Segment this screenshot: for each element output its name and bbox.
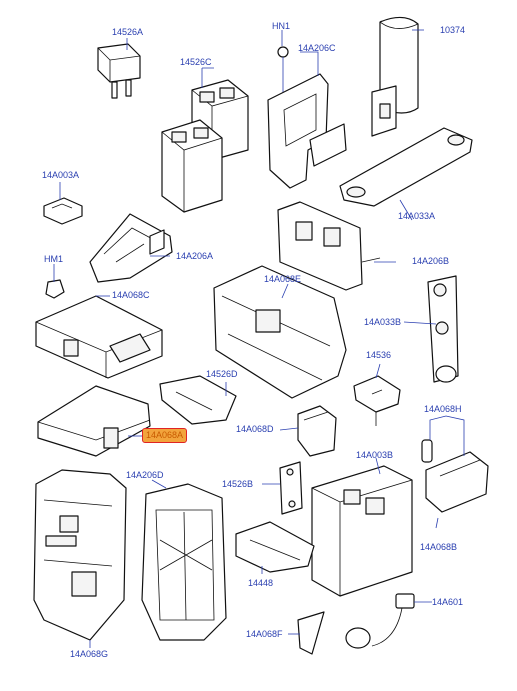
part-fusebox-14a068a xyxy=(37,385,151,457)
part-bracket-14a206b xyxy=(277,201,381,291)
part-clip-14a068f xyxy=(297,611,325,655)
part-fusebox-body-14a068b xyxy=(311,465,413,597)
callout-14526a[interactable]: 14526A xyxy=(112,27,144,37)
callout-14448[interactable]: 14448 xyxy=(248,578,274,588)
callout-10374[interactable]: 10374 xyxy=(440,25,466,35)
callout-14536[interactable]: 14536 xyxy=(366,350,392,360)
callout-14a003a[interactable]: 14A003A xyxy=(42,170,80,180)
part-busbar-14a033b xyxy=(427,275,459,383)
callout-14a068a-highlighted[interactable]: 14A068A xyxy=(142,428,188,443)
part-clip-hm1 xyxy=(45,279,65,299)
part-bracket-14a206c xyxy=(267,46,347,189)
callout-14a206b[interactable]: 14A206B xyxy=(412,256,450,266)
leader-lines xyxy=(53,29,465,648)
part-sockets-14a068h xyxy=(421,439,489,513)
callout-14a206d[interactable]: 14A206D xyxy=(126,470,164,480)
callout-14a068h[interactable]: 14A068H xyxy=(424,404,462,414)
part-fuse-link-14526b xyxy=(279,461,303,515)
part-module-14a068d xyxy=(297,405,337,457)
callout-14a068f[interactable]: 14A068F xyxy=(246,629,283,639)
part-cartridge-fuses-14526c xyxy=(161,79,249,213)
part-fusebox-cover-14a068e xyxy=(213,265,347,399)
callout-14a068b[interactable]: 14A068B xyxy=(420,542,458,552)
callout-hm1[interactable]: HM1 xyxy=(44,254,64,264)
callout-14a068c[interactable]: 14A068C xyxy=(112,290,150,300)
part-harness-14448 xyxy=(235,521,315,573)
part-relay-10374 xyxy=(371,16,419,137)
callout-14a033a[interactable]: 14A033A xyxy=(398,211,436,221)
callout-14a068e[interactable]: 14A068E xyxy=(264,274,302,284)
part-busbar-14a033a xyxy=(339,127,473,207)
part-connector-14a601 xyxy=(345,593,415,649)
callout-14526d[interactable]: 14526D xyxy=(206,369,238,379)
callout-14526c[interactable]: 14526C xyxy=(180,57,212,67)
callout-14a601[interactable]: 14A601 xyxy=(432,597,464,607)
part-fuse-strip-14526d xyxy=(159,375,237,425)
part-fuse-14526a xyxy=(97,43,141,99)
callout-14a206a[interactable]: 14A206A xyxy=(176,251,214,261)
callout-14a033b[interactable]: 14A033B xyxy=(364,317,402,327)
callout-14a068g[interactable]: 14A068G xyxy=(70,649,109,659)
part-module-14a068g xyxy=(33,469,127,641)
part-tray-14a206d xyxy=(141,483,227,641)
callout-14526b[interactable]: 14526B xyxy=(222,479,254,489)
callout-14a206c[interactable]: 14A206C xyxy=(298,43,336,53)
callout-14a068d[interactable]: 14A068D xyxy=(236,424,274,434)
part-fusebox-14a068c xyxy=(35,295,163,379)
part-clip-14a003a xyxy=(43,197,83,225)
part-relay-bracket-14536 xyxy=(353,375,401,426)
callout-14a003b[interactable]: 14A003B xyxy=(356,450,394,460)
part-bracket-14a206a xyxy=(89,213,173,283)
callout-hn1[interactable]: HN1 xyxy=(272,21,291,31)
